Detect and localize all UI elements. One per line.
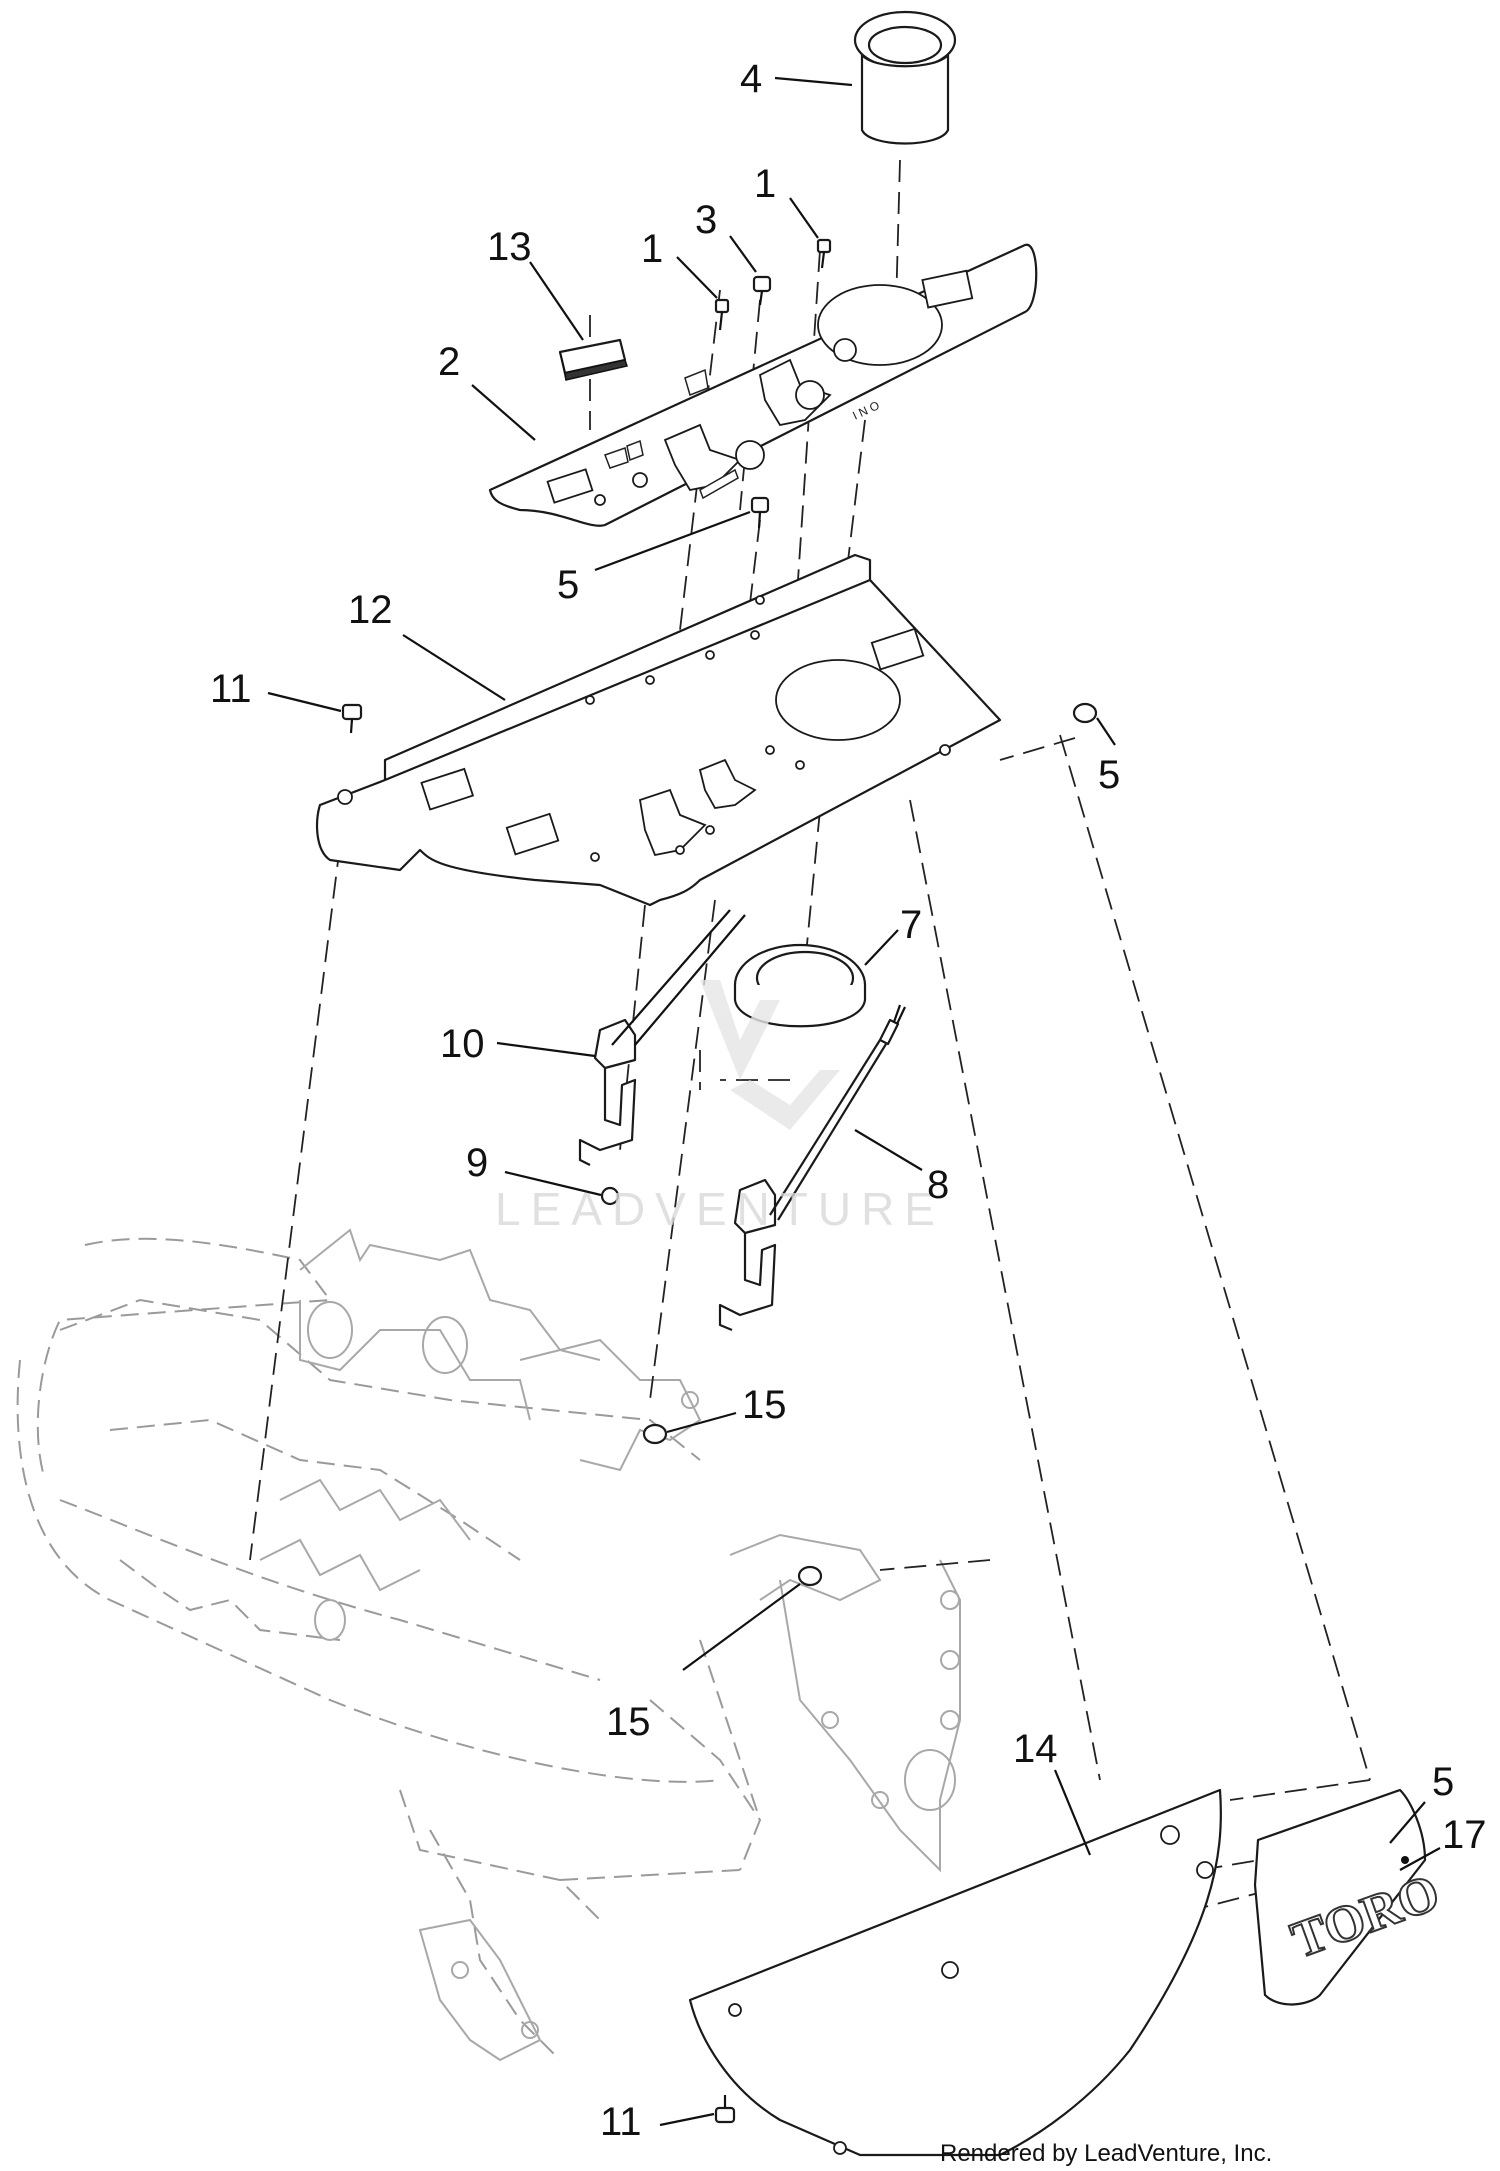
callout-13: 13 — [487, 225, 532, 269]
callout-8: 8 — [927, 1163, 949, 1207]
callout-3: 3 — [695, 198, 717, 242]
toro-decal-part: TORO — [1253, 1788, 1448, 2006]
watermark: LEADVENTURE — [495, 980, 945, 1235]
bolt-5-right — [1072, 702, 1098, 724]
bolt-11-bottom — [714, 2095, 736, 2124]
callout-15-upper: 15 — [742, 1383, 787, 1427]
bolt-1-left — [714, 298, 730, 331]
bolt-1-right — [816, 238, 832, 269]
callout-9: 9 — [466, 1141, 488, 1185]
side-panel-part — [688, 1788, 1222, 2157]
plug-part — [558, 338, 628, 381]
callout-11-top: 11 — [210, 667, 252, 711]
watermark-text: LEADVENTURE — [495, 1183, 945, 1235]
callout-7: 7 — [900, 903, 922, 947]
frame-ghost — [16, 1228, 961, 2062]
callout-2: 2 — [438, 340, 460, 384]
console-plate-part — [315, 553, 1002, 907]
callout-12: 12 — [348, 588, 393, 632]
callout-14: 14 — [1013, 1727, 1058, 1771]
callout-5-mid: 5 — [557, 563, 579, 607]
nut-15-upper — [642, 1423, 668, 1445]
callout-1-right: 1 — [754, 162, 776, 206]
callout-1-left: 1 — [641, 227, 663, 271]
bolt-5-mid — [750, 496, 770, 529]
callout-11-bottom: 11 — [600, 2100, 642, 2144]
cup-holder-part — [853, 10, 957, 145]
callout-15-lower: 15 — [606, 1700, 651, 1744]
nut-9 — [600, 1186, 620, 1206]
console-decal-part: I N O — [488, 243, 1038, 527]
nut-15-lower — [797, 1565, 823, 1587]
callout-10: 10 — [440, 1022, 485, 1066]
render-credit: Rendered by LeadVenture, Inc. — [940, 2140, 1272, 2167]
bolt-11-top — [341, 703, 363, 734]
switch-part-8 — [718, 1004, 906, 1332]
callouts: 4 1 3 1 13 2 5 12 11 5 7 10 9 — [210, 57, 1487, 2144]
callout-17: 17 — [1442, 1813, 1487, 1857]
bolt-3 — [752, 275, 772, 306]
fasteners — [341, 238, 1393, 2124]
callout-5-lower: 5 — [1432, 1760, 1454, 1804]
callout-5-right: 5 — [1098, 753, 1120, 797]
svg-text:I N O: I N O — [850, 398, 881, 423]
callout-4-top: 4 — [740, 57, 762, 101]
switch-part-10 — [578, 909, 746, 1166]
